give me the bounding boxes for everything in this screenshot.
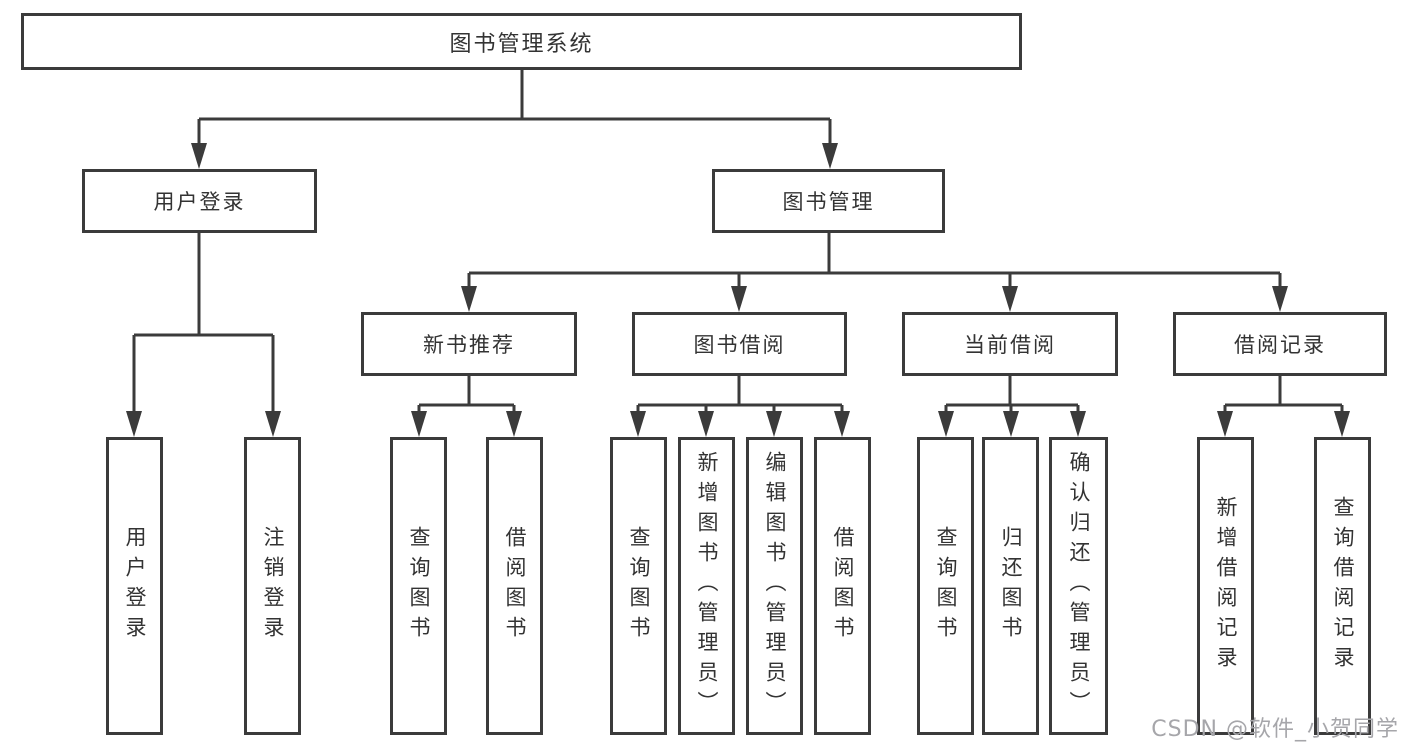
node-borrowing-records: 借阅记录 <box>1173 312 1387 376</box>
node-user-login: 用户登录 <box>82 169 317 233</box>
leaf-borrow-books-1: 借阅图书 <box>486 437 543 735</box>
leaf-add-borrow-record: 新增借阅记录 <box>1197 437 1254 735</box>
leaf-query-books-3: 查询图书 <box>917 437 974 735</box>
leaf-borrow-books-2: 借阅图书 <box>814 437 871 735</box>
leaf-label: 借阅图书 <box>503 526 527 646</box>
leaf-label: 查询图书 <box>627 526 651 646</box>
leaf-logout: 注销登录 <box>244 437 301 735</box>
leaf-label: 借阅图书 <box>831 526 855 646</box>
leaf-add-books-admin: 新增图书（管理员） <box>678 437 735 735</box>
leaf-query-books-2: 查询图书 <box>610 437 667 735</box>
leaf-label: 查询图书 <box>934 526 958 646</box>
leaf-label: 注销登录 <box>261 526 285 646</box>
leaf-return-books: 归还图书 <box>982 437 1039 735</box>
csdn-watermark: CSDN @软件_小贺同学 <box>1151 717 1399 742</box>
leaf-query-borrow-record: 查询借阅记录 <box>1314 437 1371 735</box>
leaf-label: 确认归还（管理员） <box>1067 451 1091 721</box>
node-book-management: 图书管理 <box>712 169 945 233</box>
leaf-label: 新增借阅记录 <box>1214 496 1238 676</box>
node-library-management-system: 图书管理系统 <box>21 13 1022 70</box>
leaf-label: 用户登录 <box>123 526 147 646</box>
leaf-user-login: 用户登录 <box>106 437 163 735</box>
leaf-confirm-return-admin: 确认归还（管理员） <box>1049 437 1108 735</box>
node-new-book-recommendation: 新书推荐 <box>361 312 577 376</box>
leaf-label: 新增图书（管理员） <box>695 451 719 721</box>
node-book-borrowing: 图书借阅 <box>632 312 847 376</box>
leaf-label: 编辑图书（管理员） <box>763 451 787 721</box>
leaf-label: 查询借阅记录 <box>1331 496 1355 676</box>
leaf-label: 归还图书 <box>999 526 1023 646</box>
leaf-edit-books-admin: 编辑图书（管理员） <box>746 437 803 735</box>
node-current-borrowing: 当前借阅 <box>902 312 1118 376</box>
leaf-query-books-1: 查询图书 <box>390 437 447 735</box>
leaf-label: 查询图书 <box>407 526 431 646</box>
